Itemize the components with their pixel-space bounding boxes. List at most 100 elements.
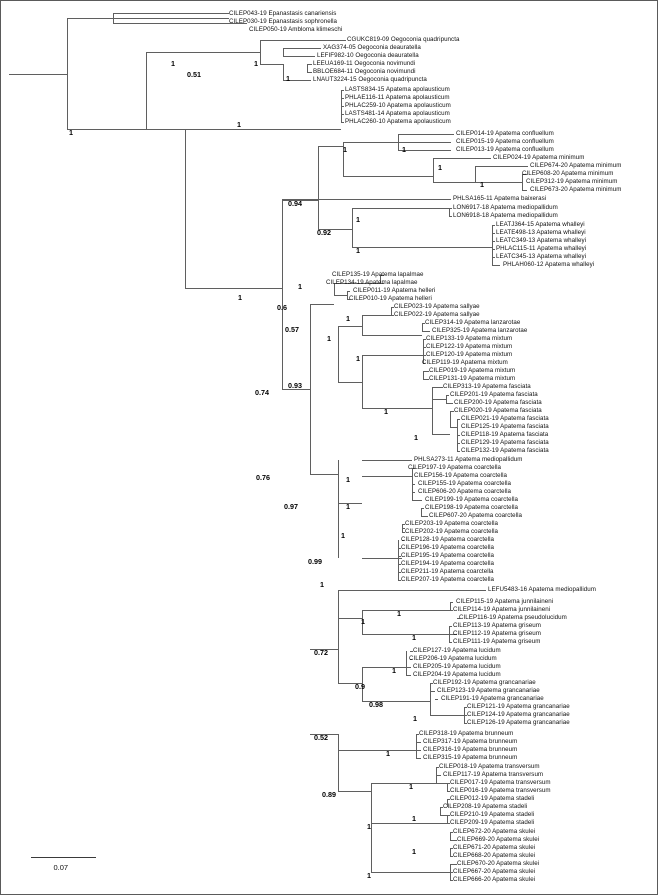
branch-horizontal <box>457 618 460 619</box>
branch-horizontal <box>380 283 384 284</box>
node-support-value: 0.76 <box>256 473 270 482</box>
branch-vertical <box>391 307 392 315</box>
tip-label: CILEP121-19 Apatema grancanariae <box>467 703 570 710</box>
node-support-value: 0.57 <box>285 325 299 334</box>
node-support-value: 1 <box>327 334 331 343</box>
branch-horizontal <box>449 626 452 627</box>
branch-horizontal <box>283 56 315 57</box>
branch-horizontal <box>447 791 450 792</box>
tip-label: PHLAC260-10 Apatema apolausticum <box>345 118 451 125</box>
branch-horizontal <box>398 556 401 557</box>
tip-label: CILEP122-19 Apatema mixtum <box>426 343 513 350</box>
tip-label: CILEP197-19 Apatema coarctella <box>408 464 501 471</box>
tip-label: BBLOE684-11 Oegoconia novimundi <box>313 68 416 75</box>
tip-label: CILEP134-19 Apatema lapalmae <box>326 279 418 286</box>
branch-horizontal <box>347 299 350 300</box>
node-support-value: 1 <box>346 475 350 484</box>
tip-label: CILEP043-19 Epanastasis canariensis <box>229 10 337 17</box>
tip-label: PHLAC259-10 Apatema apolausticum <box>345 102 451 109</box>
branch-horizontal <box>433 182 475 183</box>
branch-horizontal <box>450 602 453 603</box>
tip-label: CILEP114-19 Apatema junnilaineni <box>453 606 551 613</box>
tip-label: CILEP207-19 Apatema coarctella <box>401 576 494 583</box>
branch-vertical <box>338 590 339 683</box>
branch-horizontal <box>450 856 453 857</box>
tip-label: CILEP316-19 Apatema brunneum <box>423 746 518 753</box>
branch-vertical <box>113 13 114 23</box>
branch-horizontal <box>522 190 527 191</box>
scale-bar <box>31 857 96 859</box>
tip-label: CILEP317-19 Apatema brunneum <box>423 738 518 745</box>
branch-horizontal <box>391 315 394 316</box>
tip-label: PHLAC115-11 Apatema whalleyi <box>496 245 587 252</box>
branch-horizontal <box>447 783 450 784</box>
branch-vertical <box>447 815 448 823</box>
branch-horizontal <box>307 72 312 73</box>
branch-vertical <box>447 783 448 791</box>
branch-horizontal <box>362 476 412 477</box>
branch-horizontal <box>362 355 423 356</box>
tip-label: CILEP315-19 Apatema brunneum <box>423 754 518 761</box>
branch-horizontal <box>338 503 362 504</box>
branch-vertical <box>449 626 450 642</box>
tip-label: CILEP133-19 Apatema mixtum <box>426 335 513 342</box>
branch-horizontal <box>449 208 452 209</box>
tip-label: LASTS834-15 Apatema apolausticum <box>345 86 450 93</box>
branch-horizontal <box>492 241 495 242</box>
branch-vertical <box>430 683 431 715</box>
tip-label: CILEP017-19 Apatema transversum <box>450 779 551 786</box>
branch-vertical <box>436 767 437 783</box>
branch-horizontal <box>338 590 486 591</box>
branch-horizontal <box>432 434 450 435</box>
branch-horizontal <box>449 634 452 635</box>
tip-label: CILEP210-19 Apatema stadeli <box>450 811 535 818</box>
node-support-value: 1 <box>409 782 413 791</box>
branch-vertical <box>67 18 68 129</box>
branch-horizontal <box>282 389 310 390</box>
branch-horizontal <box>457 443 460 444</box>
branch-horizontal <box>307 64 312 65</box>
branch-horizontal <box>341 122 344 123</box>
branch-horizontal <box>341 98 344 99</box>
node-support-value: 1 <box>341 531 345 540</box>
branch-horizontal <box>113 18 229 19</box>
branch-vertical <box>475 166 476 182</box>
tip-label: CILEP667-20 Apatema skulei <box>453 868 536 875</box>
tip-label: CILEP013-19 Apatema confluellum <box>456 146 554 153</box>
tip-label: CILEP117-19 Apatema transversum <box>443 771 544 778</box>
node-support-value: 1 <box>361 617 365 626</box>
node-support-value: 0.72 <box>314 648 328 657</box>
branch-horizontal <box>398 572 401 573</box>
branch-horizontal <box>282 200 318 201</box>
node-support-value: 1 <box>402 145 406 154</box>
branch-vertical <box>450 602 451 610</box>
branch-vertical <box>9 74 10 75</box>
tip-label: CILEP325-19 Apatema lanzarotae <box>432 327 528 334</box>
tip-label: CILEP606-20 Apatema coarctella <box>418 488 511 495</box>
branch-vertical <box>283 48 284 56</box>
node-support-value: 1 <box>412 847 416 856</box>
branch-horizontal <box>492 233 495 234</box>
branch-horizontal <box>402 532 405 533</box>
node-support-value: 1 <box>384 407 388 416</box>
node-support-value: 0.94 <box>288 199 302 208</box>
branch-vertical <box>423 371 424 379</box>
node-support-value: 1 <box>69 128 73 137</box>
branch-horizontal <box>423 355 426 356</box>
branch-horizontal <box>450 610 453 611</box>
branch-vertical <box>450 848 451 856</box>
branch-horizontal <box>450 840 457 841</box>
tip-label: CILEP198-19 Apatema coarctella <box>425 504 518 511</box>
branch-horizontal <box>450 848 453 849</box>
branch-vertical <box>402 524 403 532</box>
tip-label: CILEP195-19 Apatema coarctella <box>401 552 494 559</box>
tip-label: CILEP016-19 Apatema transversum <box>450 787 551 794</box>
tip-label: LEATE498-13 Apatema whalleyi <box>496 229 586 236</box>
tip-label: CILEP200-19 Apatema fasciata <box>454 399 542 406</box>
tip-label: CILEP156-19 Apatema coarctella <box>414 472 507 479</box>
branch-horizontal <box>398 150 451 151</box>
branch-horizontal <box>402 528 405 529</box>
branch-vertical <box>362 355 363 408</box>
branch-horizontal <box>436 775 441 776</box>
branch-horizontal <box>475 166 528 167</box>
